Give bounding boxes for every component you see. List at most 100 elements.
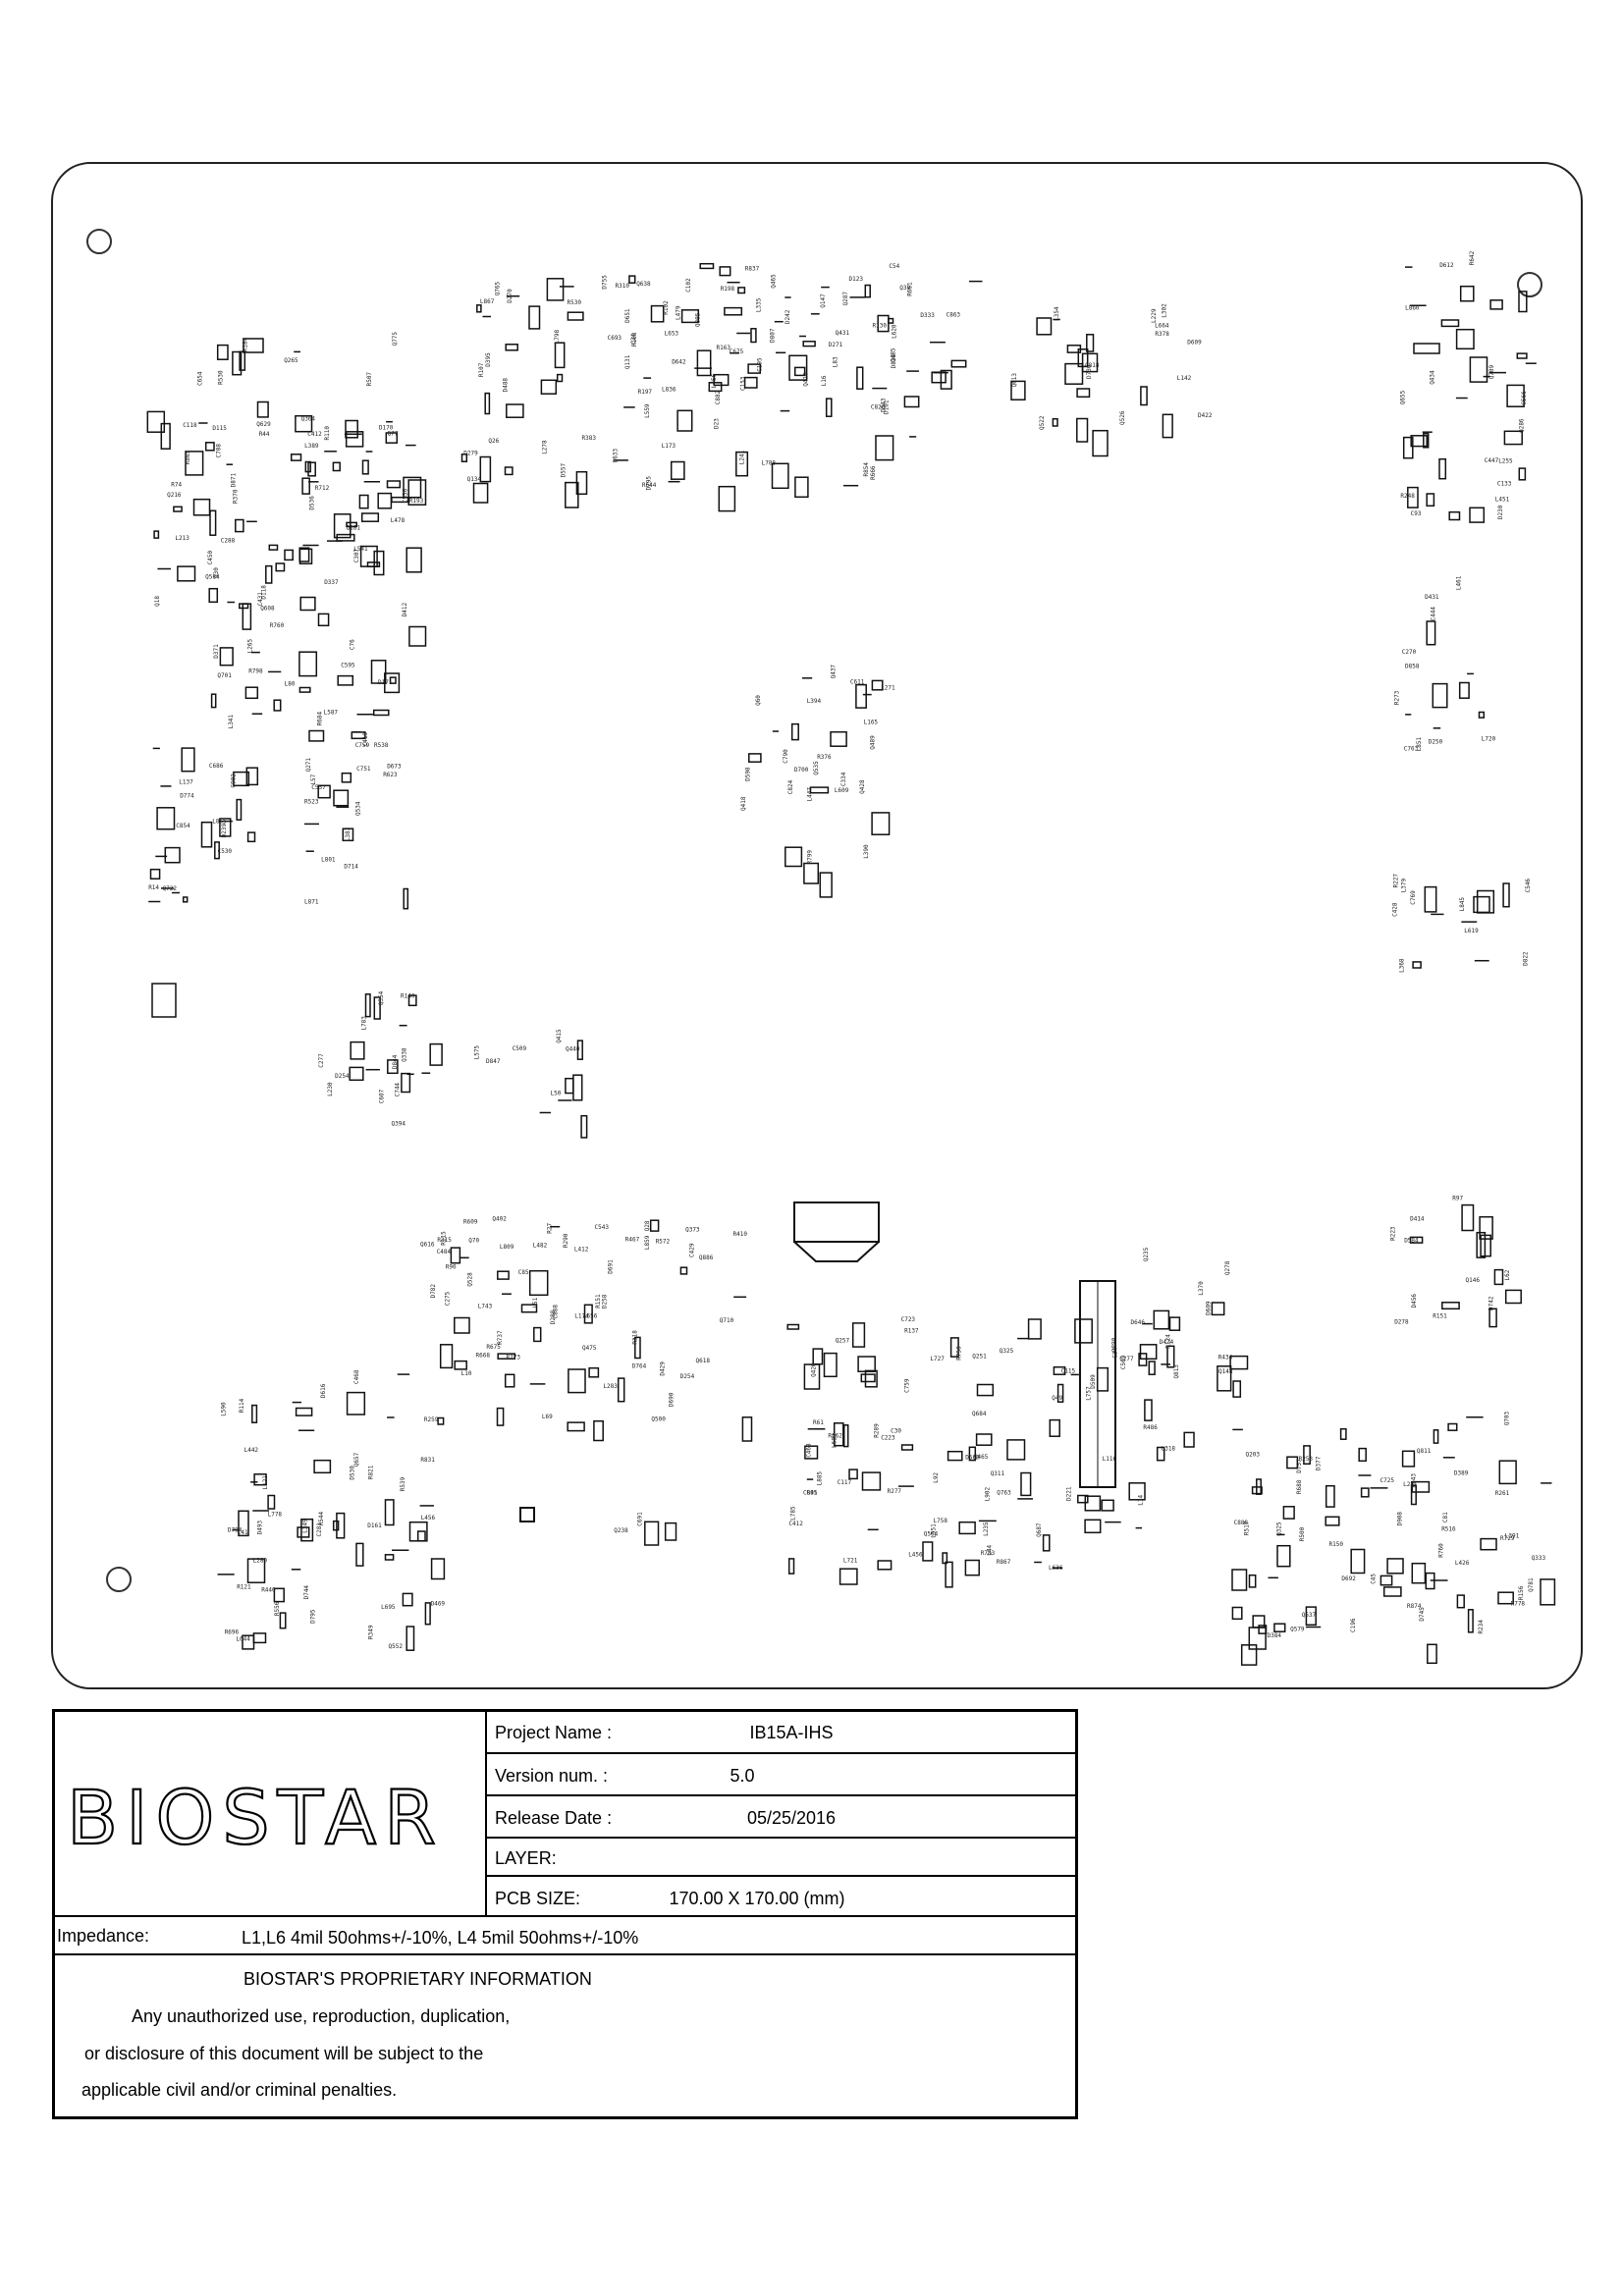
svg-text:R151: R151 <box>1433 1313 1447 1320</box>
svg-text:C530: C530 <box>218 848 233 855</box>
svg-text:C769: C769 <box>1410 890 1417 905</box>
svg-text:R261: R261 <box>1495 1490 1510 1497</box>
svg-text:R798: R798 <box>248 667 263 674</box>
svg-text:L871: L871 <box>304 899 319 906</box>
logo-text: BIOSTAR <box>67 1777 444 1855</box>
svg-text:Q709: Q709 <box>1488 364 1495 379</box>
svg-text:C419: C419 <box>362 732 369 747</box>
svg-text:D230: D230 <box>1497 505 1504 519</box>
svg-text:L590: L590 <box>221 1402 228 1416</box>
svg-text:Q134: Q134 <box>467 476 482 483</box>
svg-text:Q434: Q434 <box>1429 370 1435 385</box>
svg-text:R74: R74 <box>171 481 182 488</box>
svg-text:R378: R378 <box>1155 331 1169 338</box>
svg-text:L370: L370 <box>1198 1281 1205 1296</box>
svg-text:R110: R110 <box>324 426 331 441</box>
svg-text:Q333: Q333 <box>1532 1555 1546 1562</box>
svg-text:L551: L551 <box>931 1523 938 1538</box>
svg-text:C118: C118 <box>183 422 197 429</box>
svg-text:L447: L447 <box>806 787 813 802</box>
svg-text:R783: R783 <box>981 1550 996 1557</box>
svg-text:Q485: Q485 <box>891 347 897 362</box>
svg-text:Q131: Q131 <box>624 354 631 369</box>
svg-text:R517: R517 <box>1243 1521 1250 1535</box>
svg-text:R197: R197 <box>638 389 653 396</box>
svg-text:D118: D118 <box>261 585 268 600</box>
svg-text:R130: R130 <box>873 323 888 330</box>
svg-text:C556: C556 <box>402 488 408 503</box>
svg-text:D557: D557 <box>561 462 568 477</box>
svg-text:D333: D333 <box>920 312 935 319</box>
svg-text:D847: D847 <box>486 1058 501 1065</box>
svg-text:R253: R253 <box>1299 1456 1314 1463</box>
svg-text:D714: D714 <box>344 863 358 870</box>
svg-text:L318: L318 <box>1162 1445 1176 1452</box>
notice-line: or disclosure of this document will be s… <box>84 2044 484 2063</box>
impedance-value: L1,L6 4mil 50ohms+/-10%, L4 5mil 50ohms+… <box>242 1928 639 1948</box>
pcb-silkscreen-drawing: C118R507R370C654L541D871Q77R712Q629C288C… <box>146 250 1556 1666</box>
svg-text:L390: L390 <box>863 844 870 859</box>
svg-text:R874: R874 <box>1407 1603 1422 1610</box>
svg-text:L720: L720 <box>1482 735 1496 742</box>
svg-text:L80: L80 <box>285 680 296 687</box>
svg-text:D422: D422 <box>1198 412 1213 419</box>
svg-text:L174: L174 <box>574 1312 589 1319</box>
svg-text:C468: C468 <box>353 1369 360 1384</box>
svg-text:C196: C196 <box>1350 1618 1357 1632</box>
svg-text:Q440: Q440 <box>566 1046 580 1053</box>
svg-text:L426: L426 <box>1455 1560 1470 1567</box>
svg-text:R150: R150 <box>1329 1541 1344 1548</box>
svg-text:L335: L335 <box>755 297 762 312</box>
svg-text:C281: C281 <box>316 1522 323 1537</box>
svg-text:D757: D757 <box>1296 1459 1303 1473</box>
svg-text:R644: R644 <box>642 482 657 489</box>
svg-text:C509: C509 <box>1120 1355 1127 1369</box>
svg-text:D371: D371 <box>213 644 220 659</box>
svg-text:R114: R114 <box>239 1398 245 1413</box>
layer-label: LAYER: <box>495 1848 557 1868</box>
svg-text:Q522: Q522 <box>1039 415 1046 430</box>
svg-text:D692: D692 <box>1341 1575 1356 1582</box>
svg-text:C277: C277 <box>1119 1356 1134 1362</box>
release-date-row: Release Date : 05/25/2016 <box>487 1796 1075 1839</box>
svg-text:Q684: Q684 <box>972 1411 987 1417</box>
svg-text:R137: R137 <box>904 1328 919 1335</box>
svg-text:R661: R661 <box>907 282 914 296</box>
svg-text:L137: L137 <box>179 778 193 785</box>
svg-text:C153: C153 <box>740 376 747 391</box>
svg-text:C41: C41 <box>238 1529 248 1536</box>
svg-text:C76: C76 <box>350 639 356 650</box>
svg-text:L859: L859 <box>644 1235 651 1250</box>
version-label: Version num. : <box>495 1766 609 1786</box>
svg-text:Q638: Q638 <box>636 281 651 288</box>
svg-text:R643: R643 <box>1410 1473 1417 1488</box>
svg-text:D279: D279 <box>463 450 478 456</box>
svg-text:R688: R688 <box>1296 1479 1303 1494</box>
svg-text:L860: L860 <box>1405 305 1420 312</box>
svg-text:Q418: Q418 <box>740 796 747 811</box>
svg-text:L349: L349 <box>302 1519 309 1533</box>
svg-text:C24: C24 <box>630 333 637 344</box>
svg-text:L265: L265 <box>246 638 253 653</box>
svg-text:C509: C509 <box>513 1045 527 1052</box>
svg-text:C412: C412 <box>788 1521 803 1527</box>
svg-text:D690: D690 <box>668 1392 675 1407</box>
svg-text:Q311: Q311 <box>991 1470 1005 1477</box>
svg-text:R115: R115 <box>440 1231 447 1246</box>
svg-text:L51: L51 <box>532 1297 539 1308</box>
svg-text:C607: C607 <box>379 1089 386 1103</box>
svg-text:L653: L653 <box>665 331 679 338</box>
svg-text:C826: C826 <box>871 404 886 411</box>
svg-text:D543: D543 <box>880 398 887 412</box>
svg-text:C133: C133 <box>1497 481 1512 488</box>
svg-text:C611: C611 <box>850 679 865 686</box>
svg-text:L213: L213 <box>175 535 189 542</box>
svg-text:R609: R609 <box>463 1219 478 1226</box>
svg-text:D807: D807 <box>770 328 777 343</box>
svg-text:D838: D838 <box>891 353 897 368</box>
svg-text:D456: D456 <box>1411 1294 1418 1308</box>
svg-text:L656: L656 <box>583 1313 598 1320</box>
svg-text:R44: R44 <box>259 431 270 438</box>
svg-text:L757: L757 <box>1086 1386 1093 1401</box>
svg-text:D239: D239 <box>221 823 228 837</box>
